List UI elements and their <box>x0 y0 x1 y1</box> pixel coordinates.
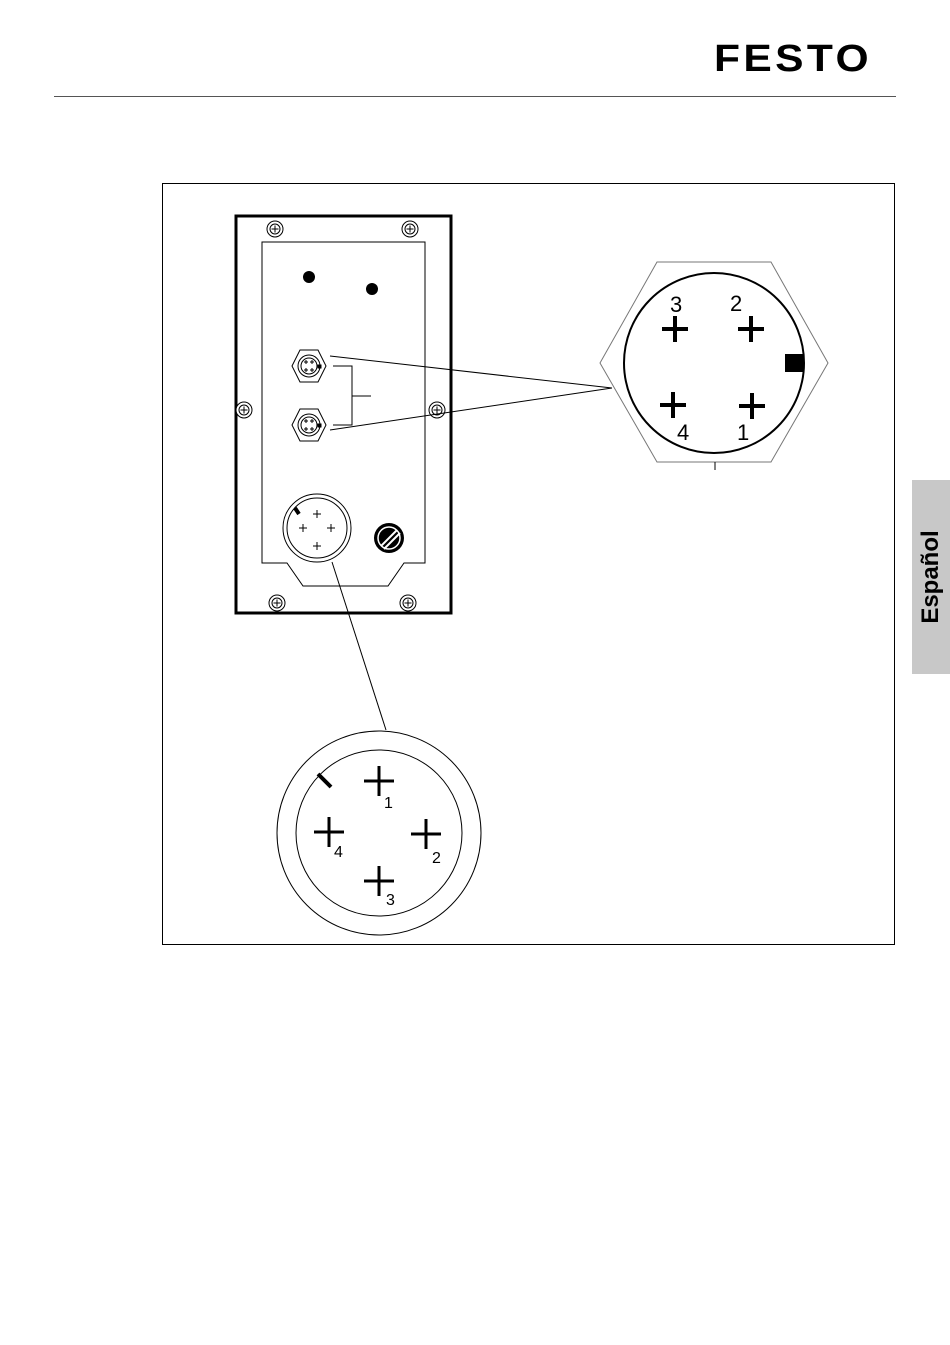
coding-key-mark <box>318 774 331 787</box>
round-socket <box>283 494 351 562</box>
hex-socket <box>292 350 326 382</box>
leader-line-round <box>332 562 386 730</box>
screw-icon <box>267 221 283 237</box>
round-pin-label: 2 <box>432 850 441 867</box>
screw-icon <box>429 402 445 418</box>
led-indicator <box>366 283 378 295</box>
leader-line-hex <box>330 356 612 430</box>
hex-pin-label: 2 <box>730 291 742 316</box>
socket-bracket <box>333 366 371 425</box>
hex-connector-enlarged <box>600 262 828 470</box>
hex-socket <box>292 409 326 441</box>
screw-icon <box>269 595 285 611</box>
round-connector-enlarged <box>277 731 481 935</box>
round-pin-label: 4 <box>334 844 343 861</box>
round-pin-label: 1 <box>384 795 393 812</box>
round-pin-label: 3 <box>386 892 395 909</box>
panel-outer-frame <box>236 216 451 613</box>
hex-pin-label: 3 <box>670 292 682 317</box>
coding-key-mark <box>785 354 803 372</box>
device-panel <box>236 216 451 613</box>
screw-icon <box>236 402 252 418</box>
screw-icon <box>402 221 418 237</box>
screw-icon <box>400 595 416 611</box>
led-indicator <box>303 271 315 283</box>
hex-pin-label: 1 <box>737 420 749 445</box>
ground-plug-icon <box>374 523 404 553</box>
hex-pin-label: 4 <box>677 420 689 445</box>
